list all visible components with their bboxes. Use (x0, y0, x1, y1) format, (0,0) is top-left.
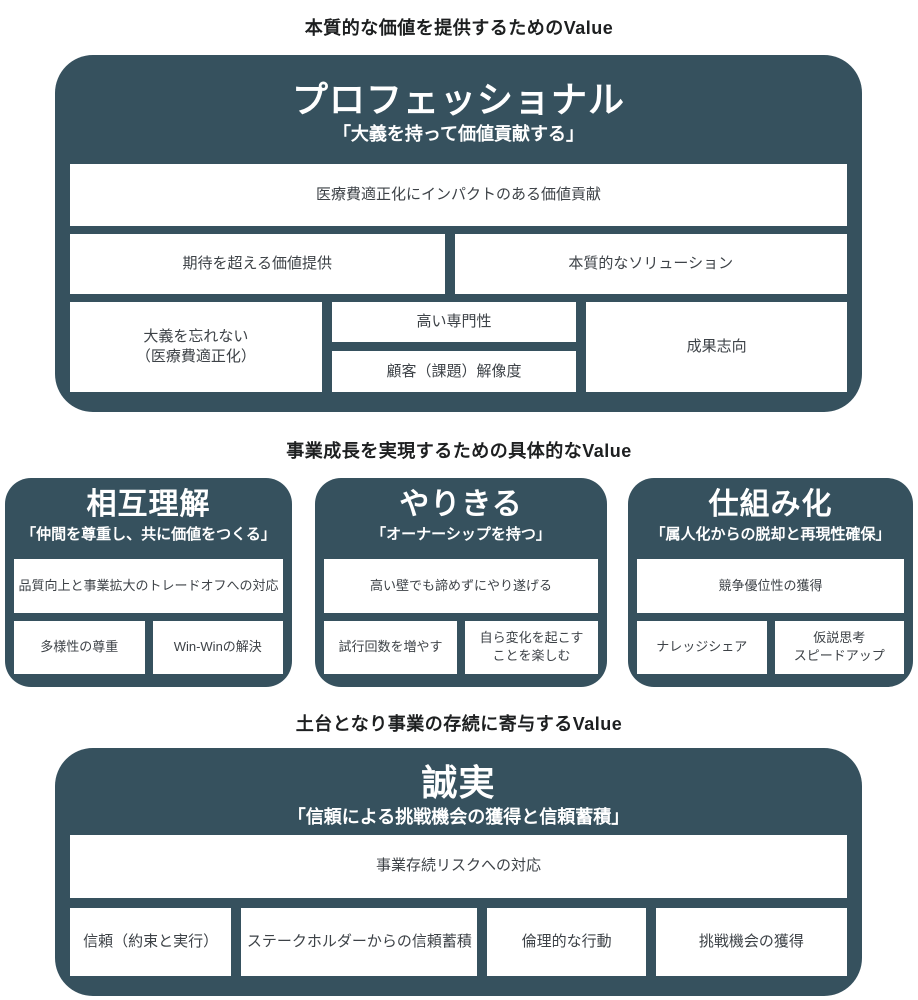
professional-cell-impact: 医療費適正化にインパクトのある価値貢献 (70, 163, 847, 226)
professional-cell-essential-solution: 本質的なソリューション (454, 233, 847, 294)
systematization-row2: ナレッジシェア 仮説思考 スピードアップ (637, 620, 904, 674)
mutual-understanding-cell-tradeoff: 品質向上と事業拡大のトレードオフへの対応 (14, 558, 283, 613)
follow-through-row2: 試行回数を増やす 自ら変化を起こす ことを楽しむ (324, 620, 598, 674)
professional-row1: 医療費適正化にインパクトのある価値貢献 (70, 163, 847, 226)
systematization-row1: 競争優位性の獲得 (637, 558, 904, 613)
systematization-cell-knowledge-share: ナレッジシェア (637, 620, 767, 674)
integrity-row2: 信頼（約束と実行） ステークホルダーからの信頼蓄積 倫理的な行動 挑戦機会の獲得 (70, 907, 847, 976)
mutual-understanding-cell-diversity: 多様性の尊重 (14, 620, 145, 674)
systematization-cell-advantage: 競争優位性の獲得 (637, 558, 904, 613)
integrity-cell-challenge-opportunity: 挑戦機会の獲得 (655, 907, 847, 976)
section3-header: 土台となり事業の存続に寄与するValue (295, 714, 623, 734)
integrity-cell-ethical-action: 倫理的な行動 (487, 907, 646, 976)
section1-header: 本質的な価値を提供するためのValue (304, 18, 614, 38)
integrity-subtitle: 「信頼による挑戦機会の獲得と信頼蓄積」 (287, 807, 630, 828)
follow-through-card: やりきる 「オーナーシップを持つ」 高い壁でも諦めずにやり遂げる 試行回数を増や… (315, 478, 607, 687)
follow-through-subtitle: 「オーナーシップを持つ」 (371, 525, 551, 543)
professional-row2: 期待を超える価値提供 本質的なソリューション (70, 233, 847, 294)
professional-row3: 大義を忘れない （医療費適正化） 高い専門性 顧客（課題）解像度 成果志向 (70, 301, 847, 392)
professional-cell-expertise: 高い専門性 (331, 301, 577, 343)
mutual-understanding-title: 相互理解 (86, 488, 211, 521)
systematization-title: 仕組み化 (708, 488, 833, 521)
systematization-card: 仕組み化 「属人化からの脱却と再現性確保」 競争優位性の獲得 ナレッジシェア 仮… (628, 478, 913, 687)
professional-card-subtitle: 「大義を持って価値貢献する」 (332, 124, 585, 145)
mutual-understanding-row2: 多様性の尊重 Win-Winの解決 (14, 620, 283, 674)
mutual-understanding-subtitle: 「仲間を尊重し、共に価値をつくる」 (21, 525, 276, 543)
integrity-cell-continuity-risk: 事業存続リスクへの対応 (70, 834, 847, 898)
mutual-understanding-row1: 品質向上と事業拡大のトレードオフへの対応 (14, 558, 283, 613)
section2-header: 事業成長を実現するための具体的なValue (286, 441, 632, 461)
follow-through-cell-iterations: 試行回数を増やす (324, 620, 457, 674)
systematization-subtitle: 「属人化からの脱却と再現性確保」 (650, 525, 891, 543)
mutual-understanding-card: 相互理解 「仲間を尊重し、共に価値をつくる」 品質向上と事業拡大のトレードオフへ… (5, 478, 292, 687)
professional-cell-customer-resolution: 顧客（課題）解像度 (331, 351, 577, 392)
professional-card: プロフェッショナル 「大義を持って価値貢献する」 医療費適正化にインパクトのある… (55, 55, 862, 412)
professional-row3-stack: 高い専門性 顧客（課題）解像度 (331, 301, 577, 392)
professional-card-title: プロフェッショナル (291, 79, 625, 120)
mutual-understanding-cell-winwin: Win-Winの解決 (152, 620, 283, 674)
follow-through-row1: 高い壁でも諦めずにやり遂げる (324, 558, 598, 613)
follow-through-cell-high-wall: 高い壁でも諦めずにやり遂げる (324, 558, 598, 613)
integrity-cell-trust-promise: 信頼（約束と実行） (70, 907, 232, 976)
integrity-cell-stakeholder-trust: ステークホルダーからの信頼蓄積 (241, 907, 478, 976)
integrity-title: 誠実 (421, 762, 496, 803)
professional-cell-beyond-expectation: 期待を超える価値提供 (70, 233, 445, 294)
follow-through-title: やりきる (399, 488, 523, 521)
professional-cell-taigi: 大義を忘れない （医療費適正化） (70, 301, 322, 392)
systematization-cell-hypothesis-speedup: 仮説思考 スピードアップ (774, 620, 904, 674)
professional-cell-result-oriented: 成果志向 (586, 301, 847, 392)
integrity-row1: 事業存続リスクへの対応 (70, 834, 847, 898)
integrity-card: 誠実 「信頼による挑戦機会の獲得と信頼蓄積」 事業存続リスクへの対応 信頼（約束… (55, 748, 862, 996)
follow-through-cell-enjoy-change: 自ら変化を起こす ことを楽しむ (465, 620, 598, 674)
